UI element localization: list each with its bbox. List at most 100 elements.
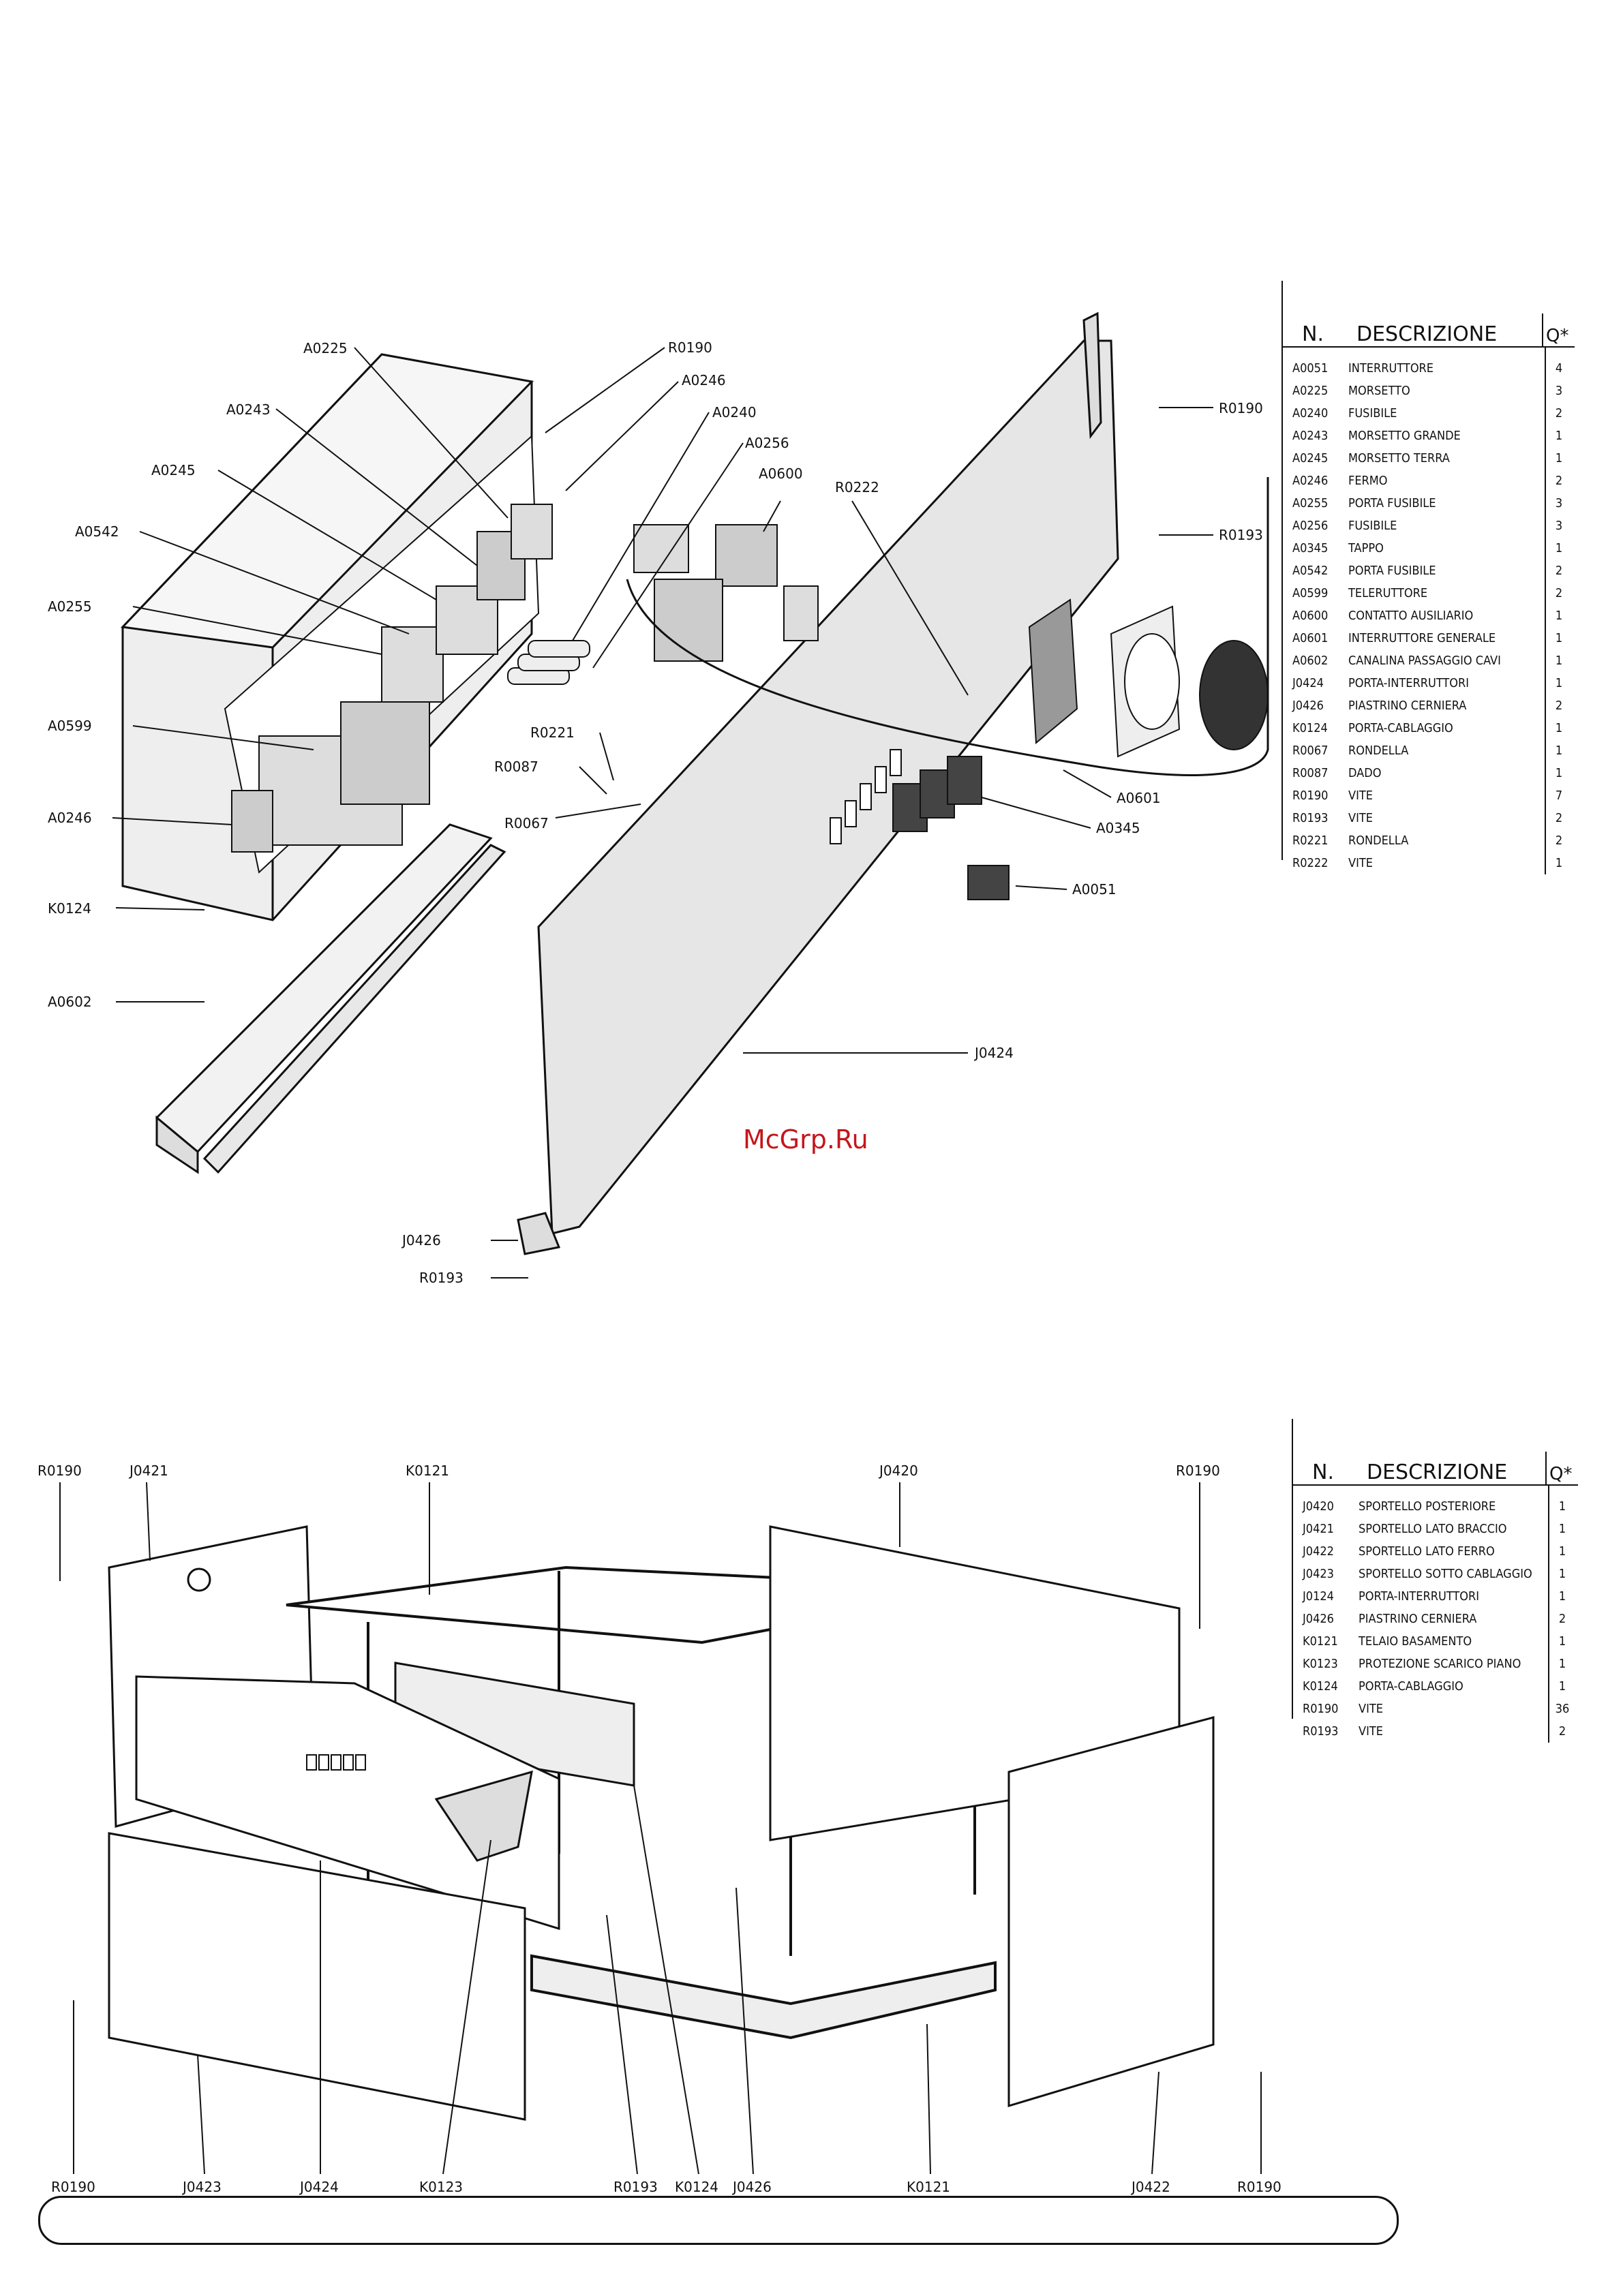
part-description: DADO xyxy=(1348,766,1382,780)
main-switch-drawing xyxy=(1028,598,1269,758)
callout-label: R0190 xyxy=(1219,400,1263,416)
part-quantity: 1 xyxy=(1558,1634,1566,1649)
part-number: R0190 xyxy=(1303,1702,1339,1716)
part-description: MORSETTO GRANDE xyxy=(1348,429,1461,443)
top-exploded-diagram: A0225 A0243 A0245 A0542 A0255 A0599 A024… xyxy=(48,311,1269,1286)
part-number: R0222 xyxy=(1292,856,1329,870)
part-quantity: 2 xyxy=(1555,811,1563,825)
callout-label: A0255 xyxy=(48,598,92,615)
table-header: N. DESCRIZIONE Q* xyxy=(1281,313,1575,348)
callout-label: R0190 xyxy=(1237,2179,1281,2195)
part-description: VITE xyxy=(1348,789,1373,803)
header-quantity: Q* xyxy=(1545,1452,1578,1484)
part-number: A0600 xyxy=(1292,609,1329,623)
part-description: PORTA-INTERRUTTORI xyxy=(1348,676,1470,690)
part-description: PIASTRINO CERNIERA xyxy=(1359,1612,1477,1626)
part-number: K0124 xyxy=(1292,721,1328,735)
part-number: R0067 xyxy=(1292,744,1329,758)
part-quantity: 2 xyxy=(1555,406,1563,420)
part-number: A0225 xyxy=(1292,384,1329,398)
table-left-border xyxy=(1281,281,1283,860)
callout-label: R0190 xyxy=(1176,1463,1220,1479)
callout-label: K0124 xyxy=(48,900,91,917)
part-quantity: 2 xyxy=(1555,474,1563,488)
part-quantity: 1 xyxy=(1555,744,1563,758)
part-number: R0087 xyxy=(1292,766,1329,780)
part-quantity: 1 xyxy=(1555,676,1563,690)
callout-label: A0601 xyxy=(1117,790,1161,806)
table-row: R0087 DADO 1 xyxy=(1281,762,1562,784)
part-number: A0246 xyxy=(1292,474,1329,488)
header-number: N. xyxy=(1312,1460,1334,1484)
switch-panel-drawing xyxy=(517,311,1119,1255)
callout-label: J0424 xyxy=(299,2179,339,2195)
part-description: PROTEZIONE SCARICO PIANO xyxy=(1359,1657,1521,1671)
panel-J0423-drawing xyxy=(108,1832,526,2121)
part-description: FUSIBILE xyxy=(1348,519,1397,533)
part-quantity: 1 xyxy=(1558,1499,1566,1514)
callout-label: R0222 xyxy=(835,479,879,495)
callout-label: A0225 xyxy=(303,340,348,356)
part-description: PORTA-INTERRUTTORI xyxy=(1359,1589,1480,1604)
callout-label: A0243 xyxy=(226,401,271,418)
part-number: A0599 xyxy=(1292,586,1329,600)
part-number: J0421 xyxy=(1303,1522,1334,1536)
part-quantity: 4 xyxy=(1555,361,1563,376)
part-quantity: 1 xyxy=(1558,1657,1566,1671)
callout-label: K0123 xyxy=(419,2179,463,2195)
part-number: A0255 xyxy=(1292,496,1329,510)
part-number: J0424 xyxy=(1292,676,1324,690)
part-number: R0193 xyxy=(1303,1724,1339,1739)
callout-label: A0245 xyxy=(151,462,196,478)
part-description: INTERRUTTORE GENERALE xyxy=(1348,631,1496,645)
part-number: A0542 xyxy=(1292,564,1329,578)
part-quantity: 3 xyxy=(1555,519,1563,533)
part-number: K0123 xyxy=(1303,1657,1338,1671)
part-number: R0221 xyxy=(1292,833,1329,848)
callout-label: R0190 xyxy=(668,339,712,356)
header-number: N. xyxy=(1302,322,1324,346)
part-quantity: 1 xyxy=(1555,631,1563,645)
callout-label: A0240 xyxy=(712,404,757,420)
part-quantity: 1 xyxy=(1555,451,1563,465)
callout-label: R0190 xyxy=(37,1463,82,1479)
fuses-drawing xyxy=(507,640,590,685)
part-quantity: 1 xyxy=(1555,766,1563,780)
callout-label: A0599 xyxy=(48,718,92,734)
table-header: N. DESCRIZIONE Q* xyxy=(1292,1452,1578,1486)
callout-label: J0426 xyxy=(401,1232,441,1249)
callout-label: R0221 xyxy=(530,724,575,741)
part-quantity: 1 xyxy=(1558,1522,1566,1536)
part-number: J0422 xyxy=(1303,1544,1334,1559)
part-description: PIASTRINO CERNIERA xyxy=(1348,699,1467,713)
callout-label: R0193 xyxy=(419,1270,464,1286)
part-number: K0124 xyxy=(1303,1679,1338,1694)
part-quantity: 1 xyxy=(1558,1544,1566,1559)
callout-label: J0424 xyxy=(973,1045,1014,1061)
part-description: SPORTELLO LATO BRACCIO xyxy=(1359,1522,1507,1536)
part-description: SPORTELLO POSTERIORE xyxy=(1359,1499,1496,1514)
bottom-callout-labels: R0190 J0421 K0121 J0420 R0190 R0190 J042… xyxy=(37,1463,1281,2195)
auxiliary-contact-drawing xyxy=(633,524,819,662)
part-quantity: 7 xyxy=(1555,789,1563,803)
part-description: TELERUTTORE xyxy=(1348,586,1428,600)
